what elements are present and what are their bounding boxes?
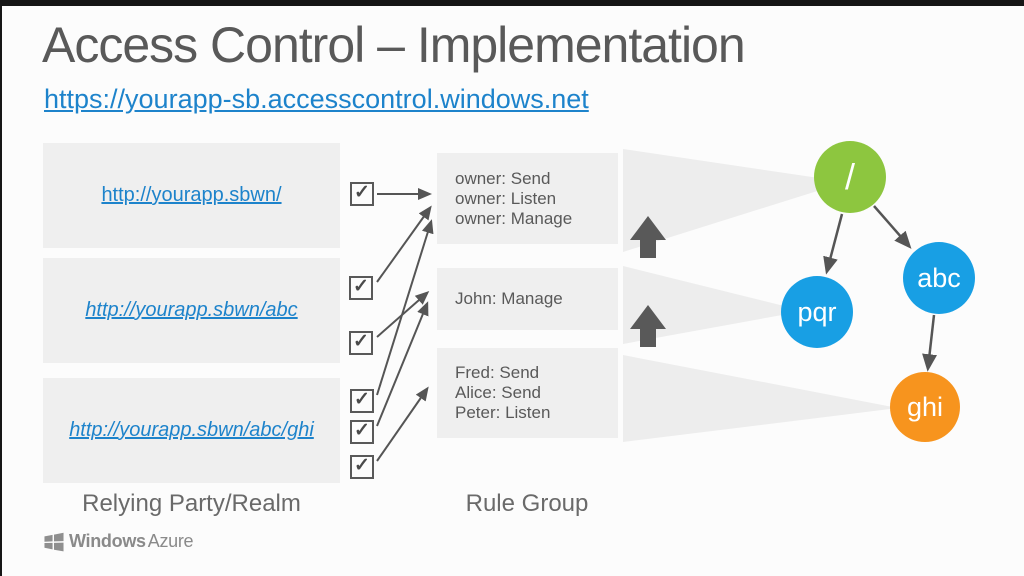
edge-abc-to-ghi <box>922 314 937 372</box>
brand-windows: Windows <box>69 531 146 551</box>
check-icon: ✓ <box>354 182 370 203</box>
checkbox-realm3-group2[interactable]: ✓ <box>350 420 374 444</box>
realm-link-root[interactable]: http://yourapp.sbwn/ <box>101 184 282 206</box>
rule-text: Fred: Send <box>455 363 540 382</box>
rule-text: Alice: Send <box>455 383 541 402</box>
realm-box-abc-ghi: http://yourapp.sbwn/abc/ghi <box>43 378 340 483</box>
arrow-realm3-to-group2 <box>376 301 429 427</box>
rule-text: owner: Manage <box>455 208 573 228</box>
up-arrow-icon-2 <box>630 305 666 347</box>
checkbox-realm2-group2[interactable]: ✓ <box>349 331 373 355</box>
arrow-realm2-to-group2 <box>376 291 430 338</box>
tree-node-abc: abc <box>903 242 975 314</box>
windows-flag-icon <box>44 532 64 551</box>
realm-box-abc: http://yourapp.sbwn/abc <box>43 258 340 363</box>
top-border-bar <box>0 0 1024 6</box>
rule-text: owner: Listen <box>455 188 557 208</box>
realm-link-abc[interactable]: http://yourapp.sbwn/abc <box>85 299 298 321</box>
tree-node-ghi: ghi <box>890 372 960 442</box>
tree-node-root: / <box>814 141 886 213</box>
acs-namespace-link[interactable]: https://yourapp-sb.accesscontrol.windows… <box>44 84 589 114</box>
caption-rule-group: Rule Group <box>465 490 589 517</box>
rule-group-box-1: owner: Send owner: Listen owner: Manage <box>437 153 618 244</box>
check-icon: ✓ <box>354 420 370 441</box>
left-border-bar <box>0 0 2 576</box>
caption-relying-party: Relying Party/Realm <box>82 490 301 517</box>
tree-node-pqr-label: pqr <box>797 296 837 327</box>
wedge-group3-to-ghi <box>623 355 898 442</box>
rule-group-box-2: John: Manage <box>437 268 618 330</box>
arrow-realm2-to-group1 <box>376 205 432 283</box>
wedge-group1-to-root <box>623 149 846 252</box>
up-arrow-icon-1 <box>630 216 666 258</box>
check-icon: ✓ <box>353 276 369 297</box>
page-title: Access Control – Implementation <box>42 17 746 73</box>
wedge-group2-to-pqr <box>623 266 804 344</box>
check-icon: ✓ <box>353 331 369 352</box>
arrow-realm3-to-group1 <box>376 219 434 396</box>
realm-box-root: http://yourapp.sbwn/ <box>43 143 340 248</box>
checkbox-realm2-group1[interactable]: ✓ <box>349 276 373 300</box>
tree-node-abc-label: abc <box>917 262 961 293</box>
realm-link-abc-ghi[interactable]: http://yourapp.sbwn/abc/ghi <box>69 419 314 441</box>
tree-node-root-label: / <box>844 156 855 197</box>
rule-text: John: Manage <box>455 289 563 308</box>
rule-group-box-3: Fred: Send Alice: Send Peter: Listen <box>437 348 618 438</box>
edge-root-to-pqr <box>823 213 844 275</box>
checkbox-realm3-group1[interactable]: ✓ <box>350 389 374 413</box>
rule-text: Peter: Listen <box>455 403 551 422</box>
tree-node-pqr: pqr <box>781 276 853 348</box>
check-icon: ✓ <box>354 455 370 476</box>
brand-azure: Azure <box>147 531 194 551</box>
arrow-realm3-to-group3 <box>376 386 429 462</box>
rule-text: owner: Send <box>455 168 551 188</box>
edge-root-to-abc <box>873 205 912 249</box>
tree-node-ghi-label: ghi <box>906 391 944 422</box>
check-icon: ✓ <box>354 389 370 410</box>
checkbox-realm1-group1[interactable]: ✓ <box>350 182 374 206</box>
checkbox-realm3-group3[interactable]: ✓ <box>350 455 374 479</box>
